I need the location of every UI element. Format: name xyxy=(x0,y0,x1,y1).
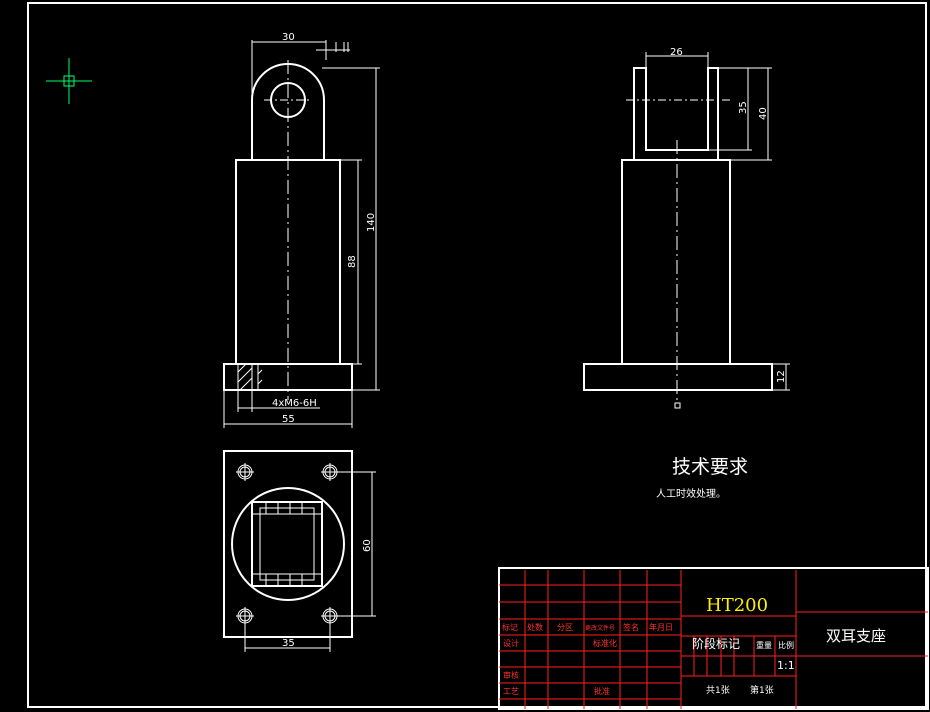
front-view xyxy=(223,40,380,428)
tb-label-sign: 签名 xyxy=(623,622,639,632)
stage-mark-label: 阶段标记 xyxy=(692,636,740,651)
tb-label-zone: 分区 xyxy=(557,623,573,632)
dim-40: 40 xyxy=(758,107,769,120)
dim-12: 12 xyxy=(776,370,787,383)
requirements-title: 技术要求 xyxy=(672,456,748,478)
tb-label-design: 设计 xyxy=(503,638,519,648)
sheet-number: 第1张 xyxy=(750,684,774,696)
tb-label-change-doc: 更改文件号 xyxy=(585,624,615,632)
dim-60: 60 xyxy=(362,539,373,552)
tb-label-process: 工艺 xyxy=(503,687,519,696)
scale-value: 1:1 xyxy=(777,659,795,672)
dim-35: 35 xyxy=(738,101,749,114)
dim-thread: 4xM6-6H xyxy=(272,398,317,409)
dim-30: 30 xyxy=(282,32,295,43)
weight-label: 重量 xyxy=(756,640,772,650)
top-view xyxy=(223,450,376,652)
dim-88: 88 xyxy=(347,255,358,268)
crosshair-cursor-icon xyxy=(46,58,92,104)
scale-label: 比例 xyxy=(778,640,794,650)
dim-140: 140 xyxy=(366,213,377,232)
side-view xyxy=(583,52,790,409)
tb-label-standardize: 标准化 xyxy=(593,638,617,648)
title-block: 标记 处数 分区 更改文件号 签名 年月日 设计 标准化 审核 工艺 批准 HT… xyxy=(498,567,929,710)
material-text: HT200 xyxy=(706,595,768,616)
tb-label-mark: 标记 xyxy=(502,622,518,632)
sheets-total: 共1张 xyxy=(706,685,730,696)
part-name: 双耳支座 xyxy=(826,627,886,645)
tb-label-approve: 批准 xyxy=(594,686,610,696)
tb-label-date: 年月日 xyxy=(649,622,673,632)
drawing-border xyxy=(27,2,927,708)
dim-26: 26 xyxy=(670,47,683,58)
dim-55: 55 xyxy=(282,414,295,425)
tb-label-count: 处数 xyxy=(527,622,543,632)
tb-label-review: 审核 xyxy=(503,670,519,680)
dim-35-bottom: 35 xyxy=(282,638,295,649)
requirements-item: 人工时效处理。 xyxy=(656,487,726,500)
